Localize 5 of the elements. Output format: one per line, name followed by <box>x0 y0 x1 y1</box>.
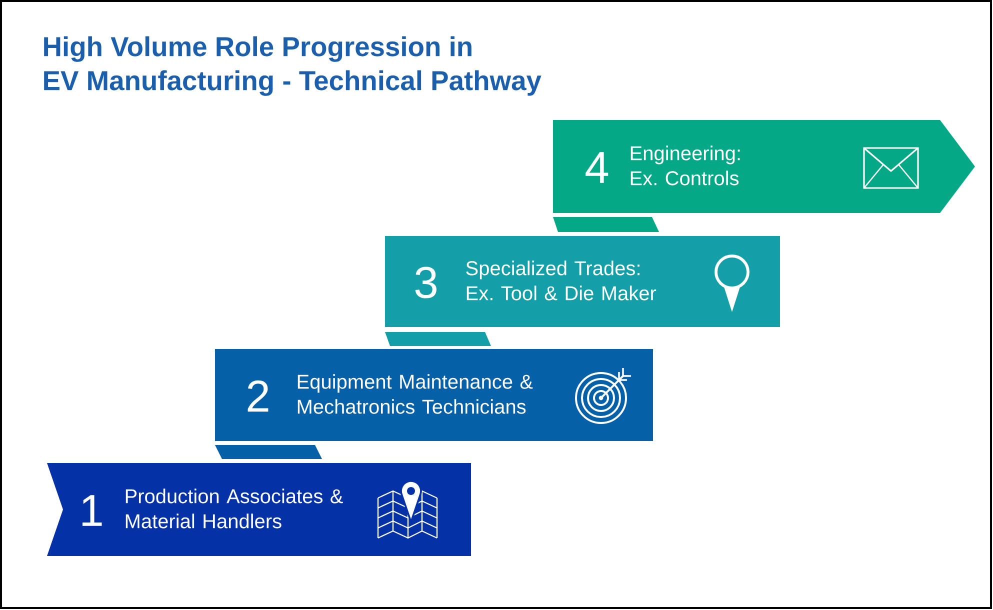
banner: 3 Specialized Trades: Ex. Tool & Die Maker <box>385 236 780 346</box>
banner: 1 Production Associates & Material Handlers <box>47 463 471 556</box>
banner: 2 Equipment Maintenance & Mechatronics Technicians <box>215 349 653 459</box>
title: High Volume Role Progression in EV Manufacturing - Technical Pathway <box>44 36 542 96</box>
banner: 4 Engineering: Ex. Controls <box>553 120 975 232</box>
